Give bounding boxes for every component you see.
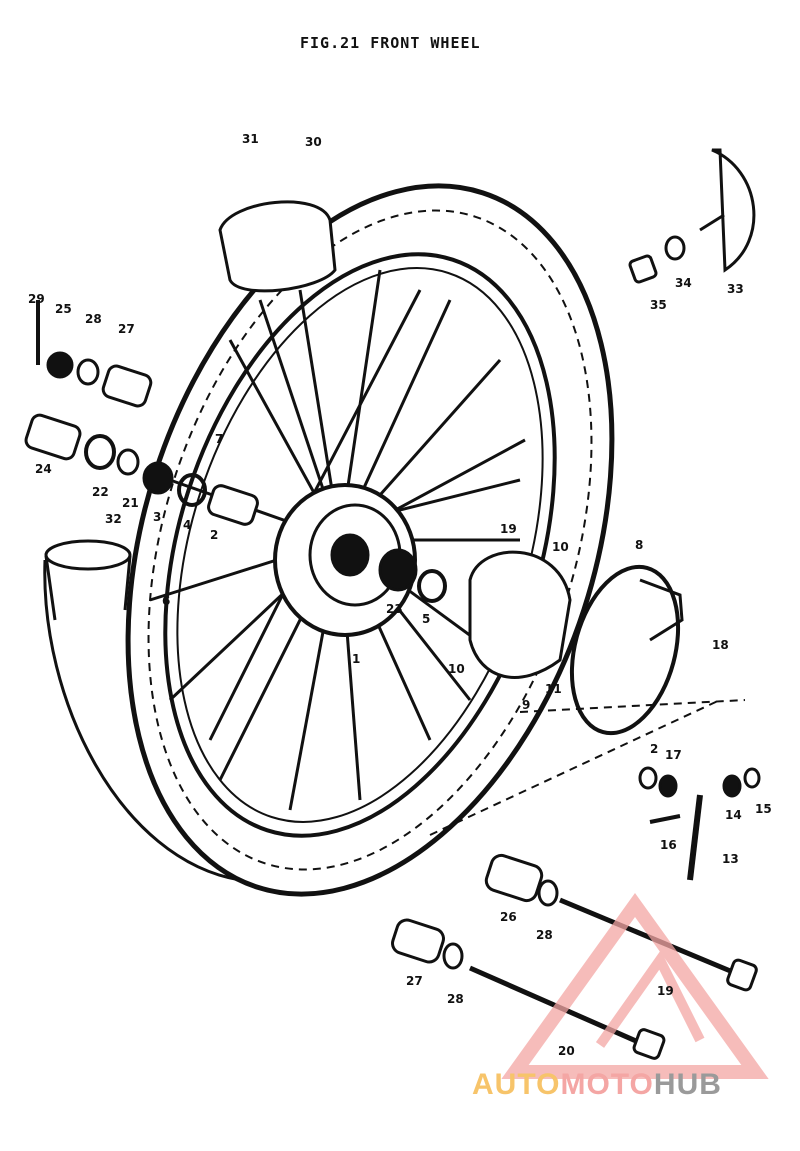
brake-arm — [687, 794, 703, 881]
part-label: 33 — [727, 282, 744, 296]
part-label: 28 — [85, 312, 102, 326]
part-label: 30 — [305, 135, 322, 149]
part-label: 13 — [722, 852, 739, 866]
part-label: 19 — [657, 984, 674, 998]
part-label: 8 — [635, 538, 644, 552]
part-label: 2 — [650, 742, 659, 756]
part-label: 17 — [665, 748, 682, 762]
part-label: 9 — [522, 698, 531, 712]
figure-title: FIG.21 FRONT WHEEL — [300, 34, 481, 52]
part-label: 24 — [35, 462, 52, 476]
speedometer-gear — [711, 148, 756, 273]
part-label: 28 — [536, 928, 553, 942]
part-label: 29 — [28, 292, 45, 306]
part-label: 19 — [500, 522, 517, 536]
part-label: 21 — [122, 496, 139, 510]
part-label: 1 — [352, 652, 361, 666]
part-label: 2 — [210, 528, 219, 542]
rim-band — [218, 200, 337, 293]
part-label: 34 — [675, 276, 692, 290]
watermark-text: AUTOMOTOHUB — [472, 1068, 722, 1101]
part-label: 32 — [105, 512, 122, 526]
part-label: 3 — [153, 510, 162, 524]
part-label: 20 — [558, 1044, 575, 1058]
inner-tube — [43, 559, 241, 882]
part-label: 27 — [118, 322, 135, 336]
brake-shoe — [468, 550, 572, 679]
part-label: 10 — [552, 540, 569, 554]
part-label: 4 — [183, 518, 192, 532]
part-label: 23 — [386, 602, 403, 616]
part-label: 31 — [242, 132, 259, 146]
part-label: 6 — [162, 594, 171, 608]
brake-panel — [569, 564, 681, 736]
automotohub-logo — [501, 893, 769, 1079]
part-label: 26 — [500, 910, 517, 924]
part-label: 5 — [422, 612, 431, 626]
part-label: 22 — [92, 485, 109, 499]
part-label: 16 — [660, 838, 677, 852]
part-label: 10 — [448, 662, 465, 676]
part-label: 7 — [215, 432, 224, 446]
part-label: 18 — [712, 638, 729, 652]
part-label: 28 — [447, 992, 464, 1006]
part-label: 14 — [725, 808, 742, 822]
part-label: 27 — [406, 974, 423, 988]
part-label: 15 — [755, 802, 772, 816]
part-label: 35 — [650, 298, 667, 312]
part-label: 25 — [55, 302, 72, 316]
part-label: 11 — [545, 682, 562, 696]
